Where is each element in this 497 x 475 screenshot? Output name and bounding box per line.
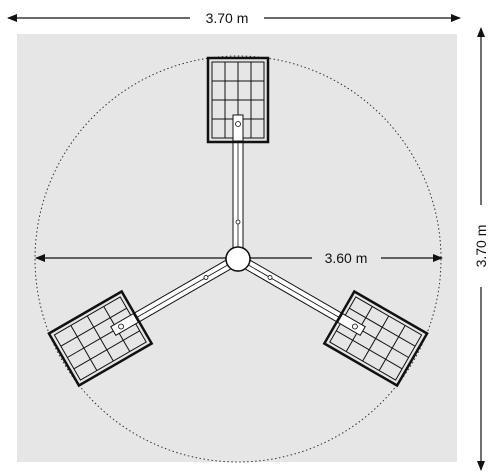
seat-panel-bottom-right (322, 289, 429, 388)
arm-bottom-right (244, 259, 429, 388)
diameter-dimension: 3.60 m (35, 250, 443, 266)
diameter-label: 3.60 m (325, 250, 368, 266)
depth-dimension: 3.70 m (473, 27, 489, 471)
arm-bottom-left (47, 259, 232, 388)
seat-panel-bottom-left (47, 289, 154, 388)
seat-panel-top (206, 56, 270, 144)
arm-top (206, 56, 270, 249)
center-pivot-cap (225, 246, 251, 272)
width-dimension: 3.70 m (7, 10, 461, 26)
depth-label: 3.70 m (473, 225, 489, 268)
width-label: 3.70 m (206, 10, 249, 26)
